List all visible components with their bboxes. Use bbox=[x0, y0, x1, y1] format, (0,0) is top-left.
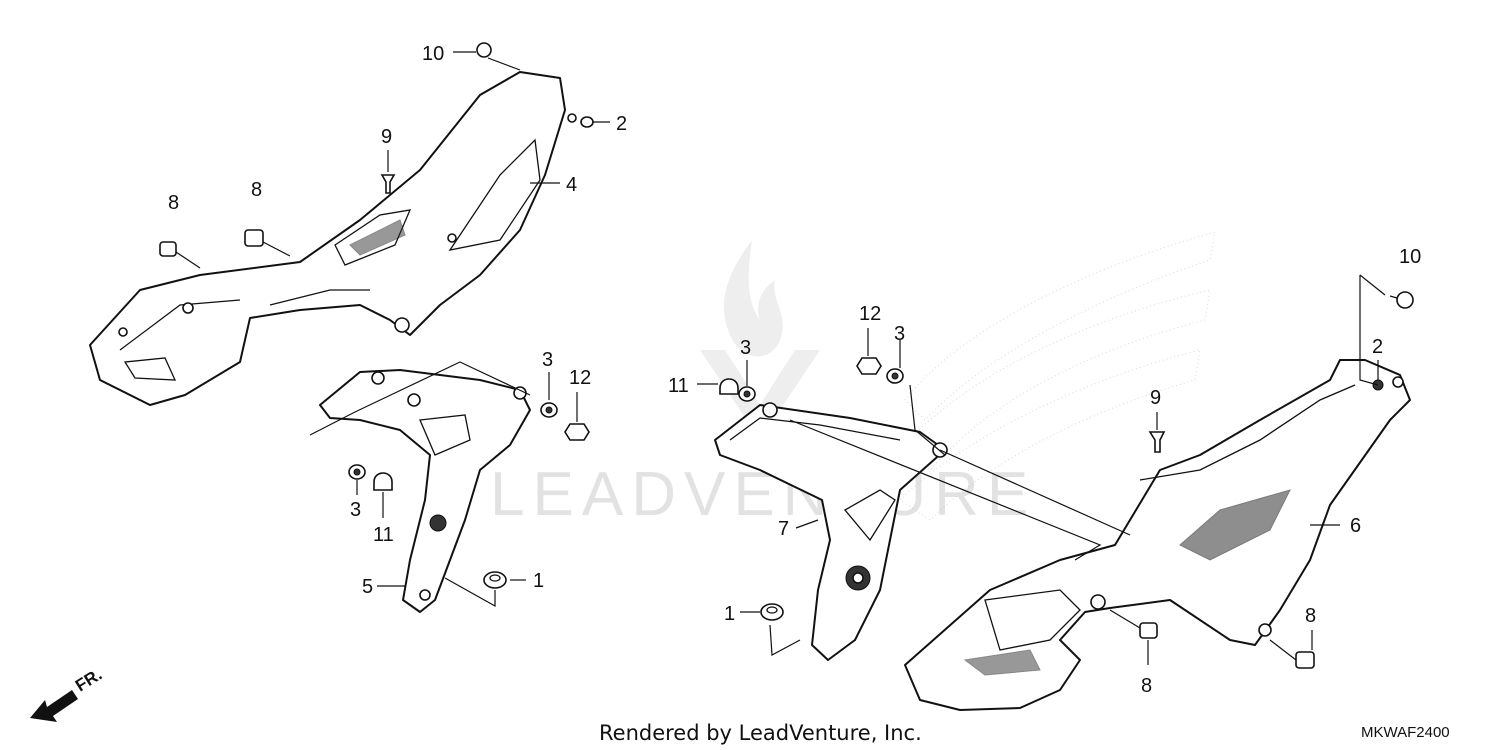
part-5-side-bracket-left[interactable] bbox=[319, 369, 531, 613]
clip-9-right[interactable] bbox=[1148, 431, 1166, 453]
clip-9-left[interactable] bbox=[380, 174, 396, 194]
callout-right-9[interactable]: 9 bbox=[1150, 387, 1161, 409]
callout-right-1[interactable]: 1 bbox=[724, 603, 735, 625]
callout-right-8b[interactable]: 8 bbox=[1141, 675, 1152, 697]
callout-left-1[interactable]: 1 bbox=[533, 570, 544, 592]
callout-right-2[interactable]: 2 bbox=[1372, 336, 1383, 358]
callout-right-8a[interactable]: 8 bbox=[1305, 605, 1316, 627]
collar-3b-left[interactable] bbox=[348, 464, 366, 480]
callout-right-11[interactable]: 11 bbox=[668, 375, 689, 397]
grommet-1-right[interactable] bbox=[760, 603, 784, 621]
part-7-side-bracket-right[interactable] bbox=[714, 402, 948, 661]
callout-left-3b[interactable]: 3 bbox=[350, 499, 361, 521]
grommet-2-left[interactable] bbox=[580, 116, 594, 128]
front-arrow-icon bbox=[30, 690, 78, 722]
bolt-8a-right[interactable] bbox=[1139, 622, 1158, 639]
callout-right-10[interactable]: 10 bbox=[1399, 246, 1421, 268]
front-label: FR. bbox=[72, 665, 105, 696]
bolt-10-right[interactable] bbox=[1389, 291, 1414, 309]
diagram-code: MKWAF2400 bbox=[1361, 724, 1450, 741]
callout-left-9[interactable]: 9 bbox=[381, 126, 392, 148]
cap-nut-11-left[interactable] bbox=[373, 472, 393, 491]
bolt-8b-left[interactable] bbox=[244, 229, 291, 257]
nut-12-left[interactable] bbox=[564, 423, 590, 441]
callout-left-12[interactable]: 12 bbox=[569, 367, 591, 389]
left-leader-lines bbox=[309, 51, 610, 608]
front-direction-indicator: FR. bbox=[30, 665, 105, 722]
callout-right-12[interactable]: 12 bbox=[859, 303, 881, 325]
callout-left-11[interactable]: 11 bbox=[373, 524, 394, 546]
collar-3a-right[interactable] bbox=[738, 386, 756, 402]
cap-nut-11-right[interactable] bbox=[719, 378, 739, 395]
callout-left-2[interactable]: 2 bbox=[616, 113, 627, 135]
footer-credit: Rendered by LeadVenture, Inc. bbox=[599, 721, 922, 745]
callout-left-10[interactable]: 10 bbox=[422, 43, 444, 65]
right-leader-lines bbox=[697, 274, 1386, 665]
callouts-right: 12 3 3 11 7 1 10 2 9 6 8 8 bbox=[668, 246, 1421, 697]
collar-3b-right[interactable] bbox=[886, 368, 904, 384]
collar-3a-left[interactable] bbox=[540, 402, 558, 418]
bolt-8b-right[interactable] bbox=[1295, 651, 1315, 669]
part-4-side-cover-left[interactable] bbox=[89, 71, 577, 406]
callout-left-8a[interactable]: 8 bbox=[168, 192, 179, 214]
callouts-left: 10 2 9 4 8 8 3 12 3 11 5 1 bbox=[168, 43, 627, 598]
nut-12-right[interactable] bbox=[856, 357, 882, 375]
callout-left-4[interactable]: 4 bbox=[566, 174, 577, 196]
watermark: LEADVENTURE bbox=[490, 240, 1036, 529]
callout-right-3a[interactable]: 3 bbox=[894, 323, 905, 345]
bolt-8a-left[interactable] bbox=[159, 241, 201, 269]
part-6-side-cover-right[interactable] bbox=[904, 359, 1411, 711]
bolt-10-left[interactable] bbox=[476, 42, 521, 71]
callout-right-6[interactable]: 6 bbox=[1350, 515, 1361, 537]
callout-left-5[interactable]: 5 bbox=[362, 576, 373, 598]
watermark-text: LEADVENTURE bbox=[490, 460, 1036, 529]
left-hardware bbox=[159, 42, 594, 589]
callout-left-8b[interactable]: 8 bbox=[251, 179, 262, 201]
callout-left-3a[interactable]: 3 bbox=[542, 349, 553, 371]
grommet-1-left[interactable] bbox=[483, 571, 507, 589]
callout-right-3b[interactable]: 3 bbox=[740, 337, 751, 359]
watermark-flame-logo bbox=[700, 240, 820, 440]
callout-right-7[interactable]: 7 bbox=[778, 518, 789, 540]
